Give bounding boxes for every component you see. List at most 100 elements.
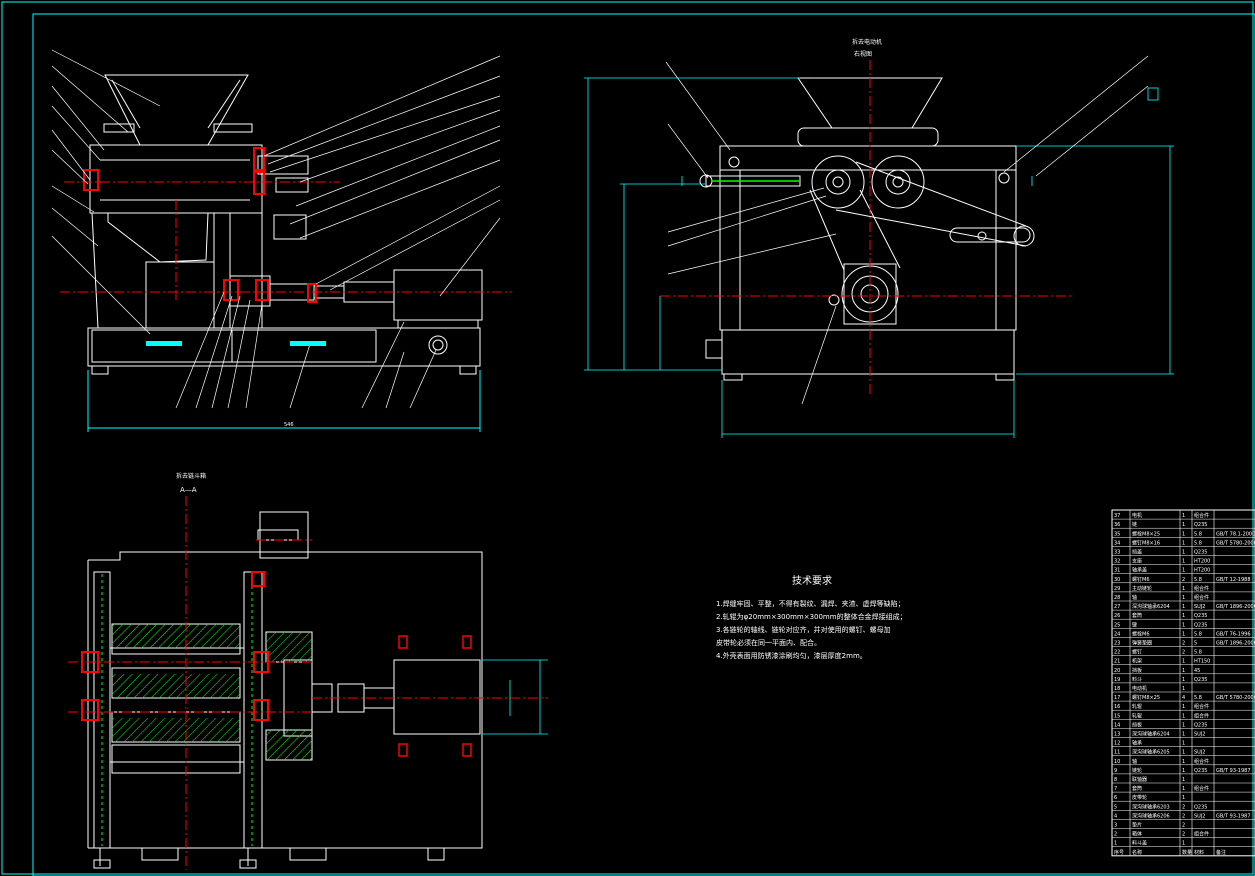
parts-cell-no: 35 — [1114, 531, 1120, 537]
parts-cell-no: 21 — [1114, 659, 1120, 665]
parts-cell-name: 料斗 — [1132, 676, 1142, 683]
parts-cell-material: 5 — [1194, 641, 1197, 647]
parts-cell-qty: 1 — [1182, 604, 1185, 610]
parts-cell-name: 深沟球轴承6203 — [1132, 803, 1170, 810]
parts-cell-qty: 1 — [1182, 513, 1185, 519]
parts-cell-name: 主动链轮 — [1132, 585, 1152, 592]
parts-cell-no: 16 — [1114, 704, 1120, 710]
parts-cell-name: 键 — [1132, 621, 1137, 628]
parts-cell-no: 11 — [1114, 750, 1120, 756]
parts-cell-name: 支座 — [1132, 558, 1142, 565]
parts-cell-material: 材料 — [1194, 849, 1204, 856]
parts-cell-no: 32 — [1114, 559, 1120, 565]
parts-cell-material: 5.8 — [1194, 650, 1202, 656]
parts-cell-name: 皮带轮 — [1132, 794, 1147, 801]
parts-cell-no: 14 — [1114, 722, 1120, 728]
parts-cell-std: GB/T 93-1987 — [1216, 768, 1251, 774]
parts-cell-material: 组合件 — [1194, 758, 1209, 765]
parts-cell-no: 5 — [1114, 804, 1117, 810]
parts-cell-qty: 1 — [1182, 841, 1185, 847]
parts-cell-name: 螺钉M8×25 — [1132, 694, 1160, 701]
parts-cell-qty: 1 — [1182, 750, 1185, 756]
parts-cell-qty: 1 — [1182, 786, 1185, 792]
parts-cell-no: 10 — [1114, 759, 1120, 765]
parts-cell-no: 22 — [1114, 650, 1120, 656]
parts-cell-material: Q235 — [1194, 804, 1207, 810]
parts-cell-std: GB/T 1896-2000 — [1216, 604, 1255, 610]
parts-cell-name: 链轮 — [1132, 767, 1142, 774]
parts-cell-name: 电机 — [1132, 512, 1142, 519]
section-title: 拆去链斗箱 — [176, 472, 206, 480]
parts-cell-qty: 1 — [1182, 595, 1185, 601]
parts-cell-no: 19 — [1114, 677, 1120, 683]
parts-cell-qty: 1 — [1182, 568, 1185, 574]
parts-cell-material: SUJ2 — [1194, 750, 1206, 756]
tech-req-heading: 技术要求 — [792, 574, 832, 587]
parts-cell-material: SUJ2 — [1194, 604, 1206, 610]
parts-cell-name: 轧辊 — [1132, 703, 1142, 710]
parts-cell-material: 组合件 — [1194, 594, 1209, 601]
parts-cell-name: 套筒 — [1132, 785, 1142, 792]
tech-req-item: 皮带轮必须在同一平面内、配合。 — [716, 638, 821, 647]
parts-cell-material: 45 — [1194, 668, 1200, 674]
parts-cell-qty: 2 — [1182, 823, 1185, 829]
parts-cell-no: 4 — [1114, 813, 1117, 819]
parts-cell-qty: 1 — [1182, 540, 1185, 546]
parts-cell-no: 6 — [1114, 795, 1117, 801]
tech-req-item: 1.焊缝牢固、平整，不得有裂纹、漏焊、夹渣、虚焊等缺陷； — [716, 599, 905, 608]
hopper — [104, 74, 249, 146]
parts-cell-qty: 数量 — [1182, 849, 1192, 856]
parts-cell-name: 轴承 — [1132, 740, 1142, 747]
parts-cell-qty: 2 — [1182, 641, 1185, 647]
parts-cell-qty: 1 — [1182, 732, 1185, 738]
motor — [393, 269, 483, 321]
parts-cell-name: 挡板 — [1132, 667, 1142, 674]
side-title-2: 右视图 — [854, 50, 872, 58]
parts-cell-qty: 4 — [1182, 695, 1185, 701]
base — [87, 327, 481, 367]
front-overall-dim: 546 — [284, 422, 294, 428]
parts-cell-material: 5.8 — [1194, 531, 1202, 537]
parts-cell-no: 3 — [1114, 823, 1117, 829]
parts-cell-qty: 1 — [1182, 550, 1185, 556]
parts-cell-name: 弹簧垫圈 — [1132, 640, 1152, 647]
parts-cell-material: HT200 — [1194, 559, 1210, 565]
parts-cell-name: 轴 — [1132, 594, 1137, 601]
parts-cell-std: GB/T 5780-2000 — [1216, 695, 1255, 701]
parts-cell-qty: 1 — [1182, 668, 1185, 674]
parts-cell-no: 17 — [1114, 695, 1120, 701]
parts-cell-qty: 1 — [1182, 677, 1185, 683]
parts-cell-material: Q235 — [1194, 677, 1207, 683]
parts-cell-no: 30 — [1114, 577, 1120, 583]
parts-cell-material: HT150 — [1194, 659, 1210, 665]
parts-cell-name: 料斗盖 — [1132, 840, 1147, 847]
parts-cell-qty: 1 — [1182, 686, 1185, 692]
parts-cell-no: 34 — [1114, 540, 1120, 546]
parts-cell-no: 27 — [1114, 604, 1120, 610]
parts-cell-name: 链 — [1132, 521, 1137, 528]
parts-cell-no: 29 — [1114, 586, 1120, 592]
parts-cell-material: 5.8 — [1194, 577, 1202, 583]
parts-cell-name: 挡板 — [1132, 721, 1142, 728]
parts-cell-qty: 1 — [1182, 559, 1185, 565]
parts-cell-name: 轴 — [1132, 758, 1137, 765]
parts-cell-no: 15 — [1114, 713, 1120, 719]
parts-cell-no: 20 — [1114, 668, 1120, 674]
parts-cell-qty: 1 — [1182, 586, 1185, 592]
parts-cell-material: 组合件 — [1194, 585, 1209, 592]
parts-cell-name: 箱体 — [1132, 831, 1142, 838]
parts-cell-qty: 1 — [1182, 795, 1185, 801]
parts-cell-no: 24 — [1114, 631, 1120, 637]
parts-cell-no: 23 — [1114, 641, 1120, 647]
parts-cell-no: 12 — [1114, 741, 1120, 747]
parts-cell-std: GB/T 5780-2000 — [1216, 540, 1255, 546]
inner-border — [32, 13, 1255, 876]
parts-cell-qty: 2 — [1182, 813, 1185, 819]
parts-cell-qty: 1 — [1182, 713, 1185, 719]
parts-cell-material: SUJ2 — [1194, 813, 1206, 819]
parts-cell-material: 5.8 — [1194, 695, 1202, 701]
parts-cell-material: Q235 — [1194, 722, 1207, 728]
